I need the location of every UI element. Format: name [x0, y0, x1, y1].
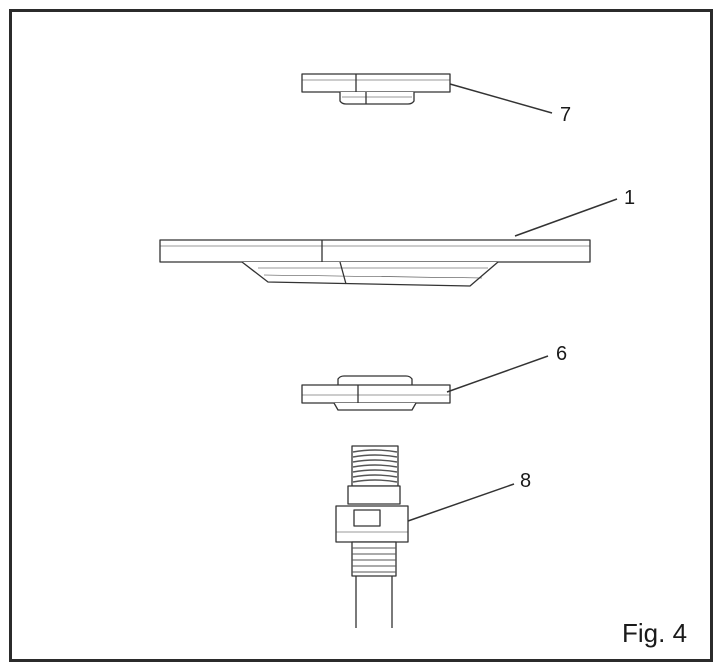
leader-line-8: [407, 483, 515, 522]
figure-label: Fig. 4: [622, 618, 688, 648]
leader-line-7: [449, 83, 553, 114]
part-7-upper-flange: [301, 73, 451, 105]
callout-6: 6: [556, 343, 568, 365]
part-1-main-plate: [159, 239, 591, 287]
leader-line-6: [446, 355, 549, 393]
callout-7: 7: [560, 104, 572, 126]
part-6-lower-flange: [301, 375, 451, 411]
callout-1: 1: [624, 187, 636, 209]
leader-line-1: [514, 198, 618, 237]
part-8-threaded-fitting: [335, 445, 409, 628]
callout-8: 8: [520, 470, 532, 492]
